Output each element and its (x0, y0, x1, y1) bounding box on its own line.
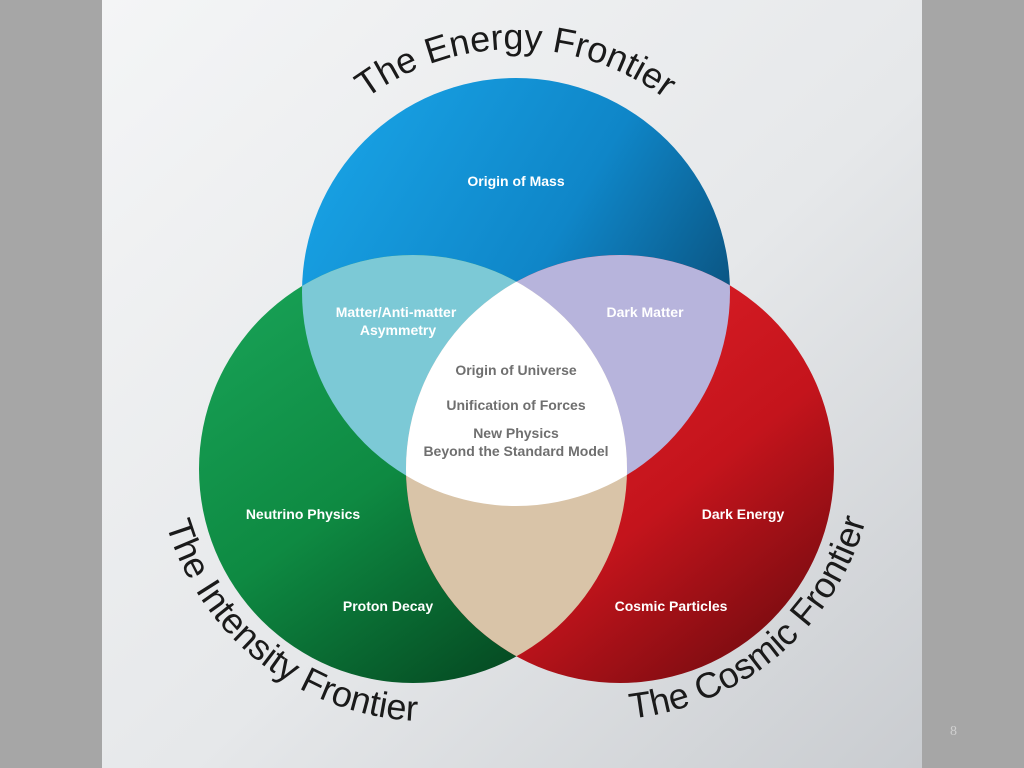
origin-of-universe-label: Origin of Universe (455, 362, 577, 378)
dark-matter-label: Dark Matter (606, 304, 684, 320)
new-physics-label-line1: New Physics (473, 425, 559, 441)
unification-of-forces-label: Unification of Forces (446, 397, 585, 413)
center-overlap (406, 255, 627, 506)
dark-energy-label: Dark Energy (702, 506, 785, 522)
cosmic-particles-label: Cosmic Particles (615, 598, 728, 614)
origin-of-mass-label: Origin of Mass (467, 173, 564, 189)
matter-antimatter-label-line1: Matter/Anti-matter (336, 304, 457, 320)
new-physics-label-line2: Beyond the Standard Model (423, 443, 608, 459)
proton-decay-label: Proton Decay (343, 598, 433, 614)
page-number: 8 (950, 724, 957, 739)
neutrino-physics-label: Neutrino Physics (246, 506, 361, 522)
matter-antimatter-label-line2: Asymmetry (360, 322, 436, 338)
